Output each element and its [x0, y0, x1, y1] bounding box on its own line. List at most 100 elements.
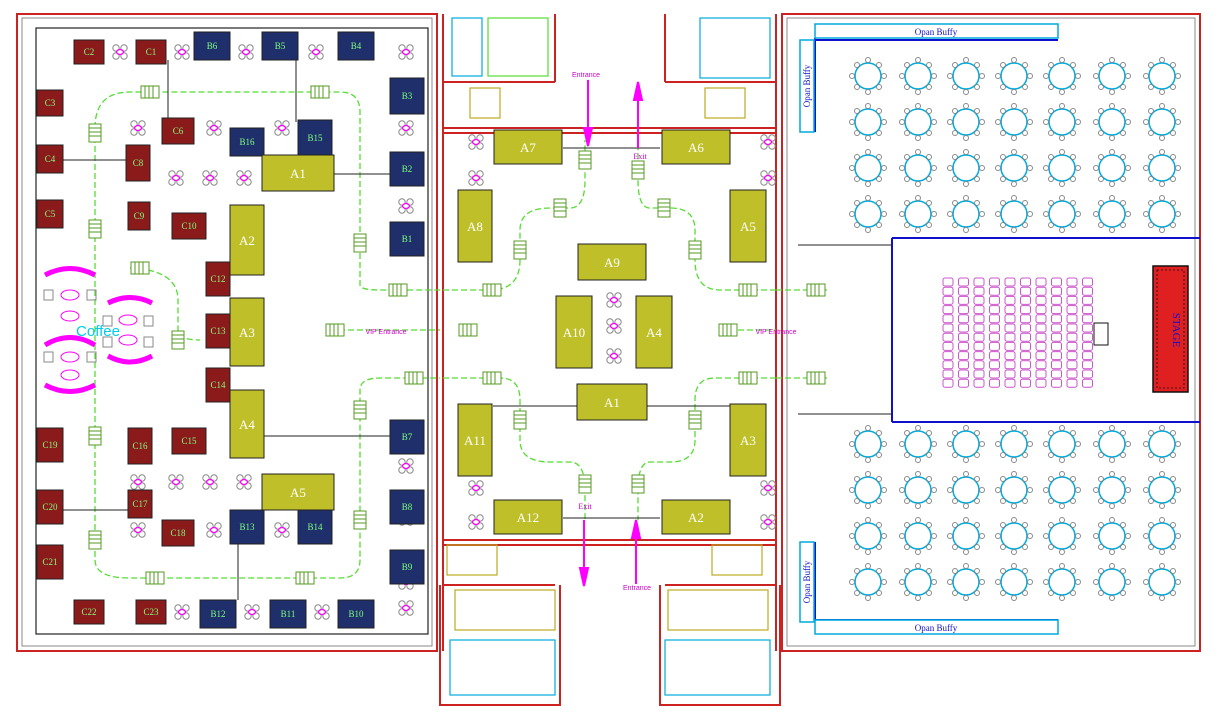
- dining-table: [1042, 516, 1082, 556]
- theatre-seat: [1082, 277, 1093, 287]
- booth-center-a5: A5: [729, 189, 767, 263]
- booth-label: B16: [239, 137, 255, 147]
- theatre-seat: [1082, 323, 1093, 333]
- booth-center-a8: A8: [457, 189, 493, 263]
- dining-table: [994, 470, 1034, 510]
- dining-table: [898, 562, 938, 602]
- booth-center-a7: A7: [493, 129, 563, 165]
- booth-left-c13: C13: [205, 313, 231, 349]
- aisle-marker: [806, 371, 826, 385]
- dining-table: [1142, 424, 1182, 464]
- aisle-marker: [353, 510, 367, 530]
- booth-label: B14: [307, 522, 323, 532]
- aisle-marker: [578, 474, 592, 494]
- booth-left-b15: B15: [297, 119, 333, 157]
- theatre-seat: [1051, 277, 1062, 287]
- theatre-seat: [1066, 341, 1078, 351]
- booth-left-b7: B7: [389, 419, 425, 455]
- booth-left-b5: B5: [261, 31, 299, 61]
- booth-label: B9: [402, 562, 413, 572]
- chair-set: [606, 292, 622, 308]
- booth-shape: [493, 499, 563, 535]
- booth-shape: [457, 403, 493, 477]
- aisle-marker: [513, 240, 527, 260]
- chair-set: [130, 120, 146, 136]
- booth-center-a4: A4: [635, 295, 673, 369]
- theatre-seat: [1082, 314, 1093, 324]
- buffet-left-top: [799, 39, 815, 133]
- booth-shape: [555, 295, 593, 369]
- buffet-left-top-label: Opan Buffy: [802, 64, 812, 107]
- aisle-marker: [88, 123, 102, 143]
- chair-set: [468, 514, 484, 530]
- booth-left-b2: B2: [389, 151, 425, 187]
- booth-left-c4: C4: [36, 144, 64, 174]
- theatre-seat: [942, 323, 954, 333]
- theatre-seat: [989, 286, 1000, 296]
- aisle-marker: [171, 330, 185, 350]
- theatre-seat: [1004, 341, 1016, 351]
- theatre-seat: [973, 295, 985, 305]
- chair-set: [398, 458, 414, 474]
- booth-label: C21: [42, 557, 57, 567]
- booth-left-a2: A2: [229, 204, 265, 276]
- booth-shape: [389, 549, 425, 585]
- theatre-seat: [1066, 286, 1078, 296]
- booth-label: B12: [210, 609, 225, 619]
- theatre-seat: [1082, 369, 1093, 379]
- booth-label: A2: [239, 233, 255, 248]
- theatre-seat: [989, 378, 1000, 388]
- booth-shape: [73, 39, 105, 65]
- booth-label: A5: [740, 219, 756, 234]
- theatre-seat: [1051, 314, 1062, 324]
- theatre-seat: [1082, 305, 1093, 315]
- theatre-seat: [958, 360, 969, 370]
- theatre-seat: [973, 314, 985, 324]
- buffet-top-label: Opan Buffy: [915, 27, 958, 37]
- dining-table: [946, 470, 986, 510]
- aisle-marker: [458, 323, 478, 337]
- booth-label: C15: [181, 436, 197, 446]
- booth-left-c9: C9: [127, 201, 151, 231]
- booth-shape: [36, 427, 64, 463]
- theatre-seat: [973, 277, 985, 287]
- booth-label: C5: [45, 209, 56, 219]
- aisle-marker: [88, 426, 102, 446]
- dining-table: [848, 470, 888, 510]
- theatre-seat: [1035, 295, 1047, 305]
- service-rooms: [446, 17, 771, 696]
- theatre-seat: [1035, 341, 1047, 351]
- booth-shape: [135, 599, 167, 625]
- coffee-area: Coffee: [43, 266, 154, 394]
- booth-left-c15: C15: [171, 427, 207, 455]
- aisle-marker: [353, 233, 367, 253]
- booth-shape: [36, 489, 64, 525]
- dining-table: [946, 562, 986, 602]
- theatre-seat: [989, 360, 1000, 370]
- dining-table: [1142, 516, 1182, 556]
- chair-set: [202, 170, 218, 186]
- aisle-marker: [738, 371, 758, 385]
- chair-set: [760, 480, 776, 496]
- booth-label: C9: [134, 211, 145, 221]
- booth-label: A4: [239, 417, 255, 432]
- booth-shape: [171, 427, 207, 455]
- theatre-seat: [973, 305, 985, 315]
- booth-center-a9: A9: [577, 243, 647, 281]
- stage-area-outline: [814, 38, 1200, 621]
- booth-shape: [36, 199, 64, 229]
- booth-center-a12: A12: [493, 499, 563, 535]
- booth-label: B5: [275, 41, 286, 51]
- booth-left-c23: C23: [135, 599, 167, 625]
- theatre-seat: [1035, 305, 1047, 315]
- dining-table: [946, 424, 986, 464]
- booth-label: B3: [402, 91, 413, 101]
- exit-top-label: Exit: [633, 152, 647, 161]
- dining-table: [946, 516, 986, 556]
- booth-shape: [261, 31, 299, 61]
- dining-table: [1092, 562, 1132, 602]
- theatre-seat: [1004, 286, 1016, 296]
- theatre-seat: [989, 314, 1000, 324]
- theatre-seat: [1035, 332, 1047, 342]
